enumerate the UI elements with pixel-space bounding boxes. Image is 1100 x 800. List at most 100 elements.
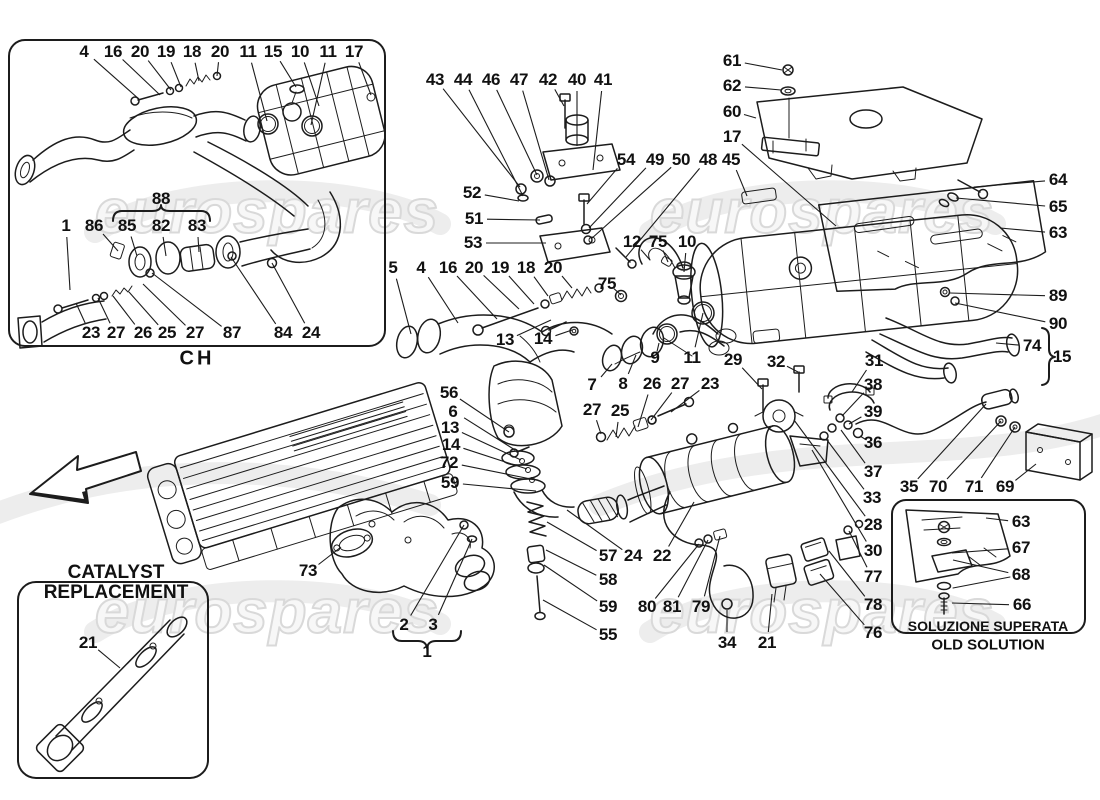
callout-29: 29 bbox=[723, 350, 743, 369]
leader-line-25 bbox=[128, 291, 159, 326]
leader-line-35 bbox=[917, 403, 987, 480]
leader-line-26 bbox=[112, 295, 136, 325]
leader-line-4 bbox=[427, 276, 459, 324]
callout-59: 59 bbox=[440, 473, 460, 492]
callout-18: 18 bbox=[182, 42, 202, 61]
old-solution-box bbox=[891, 499, 1086, 634]
leader-line-62 bbox=[744, 86, 782, 91]
callout-67: 67 bbox=[1011, 538, 1031, 557]
callout-74: 74 bbox=[1022, 336, 1042, 355]
leader-line-24 bbox=[566, 509, 623, 551]
leader-line-46 bbox=[496, 89, 538, 176]
callout-62: 62 bbox=[722, 76, 742, 95]
callout-17: 17 bbox=[344, 42, 364, 61]
leader-line-7 bbox=[600, 363, 613, 378]
callout-36: 36 bbox=[863, 433, 883, 452]
leader-line-17 bbox=[358, 62, 372, 96]
leader-line-5 bbox=[395, 278, 412, 335]
callout-80: 80 bbox=[637, 597, 657, 616]
callout-15: 15 bbox=[263, 42, 283, 61]
callout-23: 23 bbox=[700, 374, 720, 393]
callout-27: 27 bbox=[185, 323, 205, 342]
brace-15-right bbox=[1041, 327, 1056, 386]
leader-line-18 bbox=[194, 62, 200, 82]
callout-73: 73 bbox=[298, 561, 318, 580]
leader-line-21 bbox=[97, 649, 121, 669]
leader-line-3 bbox=[437, 538, 473, 616]
callout-27: 27 bbox=[106, 323, 126, 342]
heat-shield-lower bbox=[817, 180, 1047, 292]
inset-ch-silencer bbox=[256, 65, 386, 176]
leader-line-50 bbox=[590, 166, 672, 240]
callout-21: 21 bbox=[78, 633, 98, 652]
callout-90: 90 bbox=[1048, 314, 1068, 333]
leader-line-14 bbox=[555, 329, 573, 337]
leader-line-59 bbox=[462, 483, 537, 492]
watermark-text-2: eurospares bbox=[94, 577, 440, 648]
callout-55: 55 bbox=[598, 625, 618, 644]
callout-78: 78 bbox=[863, 595, 883, 614]
callout-44: 44 bbox=[453, 70, 473, 89]
callout-60: 60 bbox=[722, 102, 742, 121]
leader-line-57 bbox=[546, 521, 597, 552]
callout-24: 24 bbox=[301, 323, 321, 342]
leader-line-27 bbox=[142, 283, 186, 326]
leader-line-21 bbox=[767, 593, 773, 633]
callout-81: 81 bbox=[662, 597, 682, 616]
leader-line-42 bbox=[554, 89, 565, 107]
leader-line-10 bbox=[683, 252, 687, 273]
callout-17: 17 bbox=[722, 127, 742, 146]
lambda-cables bbox=[663, 388, 1021, 619]
leader-line-41 bbox=[592, 90, 603, 171]
leader-line-39 bbox=[848, 416, 862, 425]
leader-line-36 bbox=[859, 435, 867, 441]
callout-27: 27 bbox=[582, 400, 602, 419]
leader-line-18 bbox=[533, 276, 549, 297]
leader-line-25 bbox=[615, 421, 619, 438]
callout-35: 35 bbox=[899, 477, 919, 496]
leader-line-12 bbox=[640, 249, 651, 261]
callout-24: 24 bbox=[623, 546, 643, 565]
callout-26: 26 bbox=[133, 323, 153, 342]
inset-ch-lower-assembly bbox=[17, 228, 311, 349]
leader-line-84 bbox=[230, 256, 277, 325]
callout-84: 84 bbox=[273, 323, 293, 342]
leader-line-43 bbox=[442, 88, 521, 188]
callout-30: 30 bbox=[863, 541, 883, 560]
callout-13: 13 bbox=[440, 418, 460, 437]
leader-line-28 bbox=[793, 419, 866, 517]
callout-31: 31 bbox=[864, 351, 884, 370]
leader-line-82 bbox=[162, 236, 167, 257]
leader-line-60 bbox=[743, 113, 757, 119]
leader-line-27 bbox=[97, 297, 111, 324]
leader-line-86 bbox=[102, 233, 119, 252]
callout-11: 11 bbox=[239, 42, 257, 61]
leader-line-76 bbox=[819, 573, 865, 626]
engine-drawing bbox=[146, 381, 458, 570]
callout-10: 10 bbox=[677, 232, 697, 251]
leader-line-65 bbox=[955, 197, 1046, 207]
callout-87: 87 bbox=[222, 323, 242, 342]
callout-22: 22 bbox=[652, 546, 672, 565]
callout-1: 1 bbox=[422, 642, 432, 661]
leader-line-81 bbox=[677, 539, 709, 598]
callout-71: 71 bbox=[964, 477, 984, 496]
catalyst-replacement-line1: CATALYST bbox=[67, 562, 165, 583]
callout-59: 59 bbox=[598, 597, 618, 616]
leader-line-54 bbox=[586, 167, 618, 205]
leader-line-78 bbox=[828, 550, 866, 597]
ch-variant-label: CH bbox=[179, 347, 215, 370]
leader-line-29 bbox=[741, 367, 763, 390]
leader-line-19 bbox=[170, 61, 182, 88]
leader-line-13 bbox=[516, 319, 552, 337]
callout-88: 88 bbox=[151, 189, 171, 208]
manifold-gasket bbox=[330, 528, 374, 558]
callout-26: 26 bbox=[642, 374, 662, 393]
leader-line-85 bbox=[130, 236, 138, 257]
callout-5: 5 bbox=[388, 258, 398, 277]
callout-8: 8 bbox=[618, 374, 628, 393]
leader-line-61 bbox=[744, 62, 783, 71]
old-solution-caption-it: SOLUZIONE SUPERATA bbox=[907, 618, 1069, 634]
